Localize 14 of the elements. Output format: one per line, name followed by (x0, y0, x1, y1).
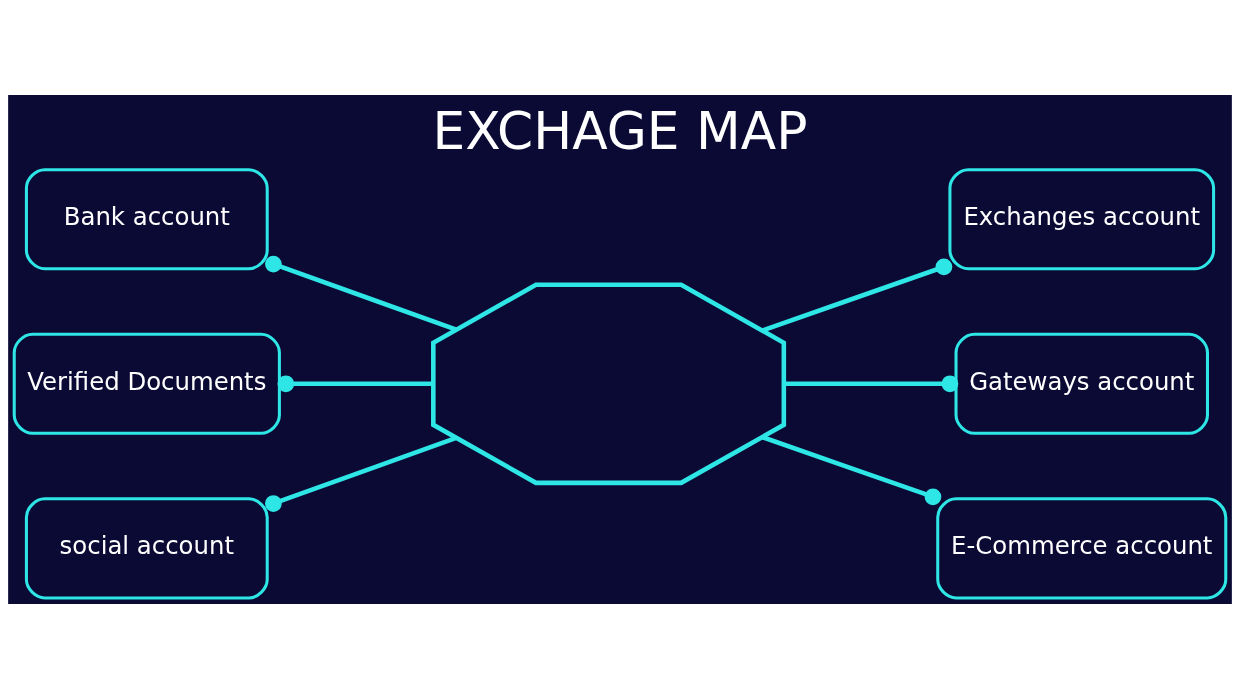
connector (761, 258, 953, 332)
node-box: Bank account (24, 167, 269, 270)
node-box: Gateways account (954, 332, 1209, 435)
node-box: Verified Documents (12, 332, 281, 435)
connector (784, 374, 959, 392)
connector (265, 435, 458, 512)
node-box: E-Commerce account (936, 496, 1228, 599)
diagram-title: EXCHAGE MAP (432, 100, 808, 161)
node-octagon (431, 281, 787, 485)
connector (761, 434, 942, 505)
connector (265, 255, 457, 332)
node-box: social account (24, 496, 269, 599)
node-box: Exchanges account (948, 167, 1216, 270)
connector (277, 374, 434, 392)
